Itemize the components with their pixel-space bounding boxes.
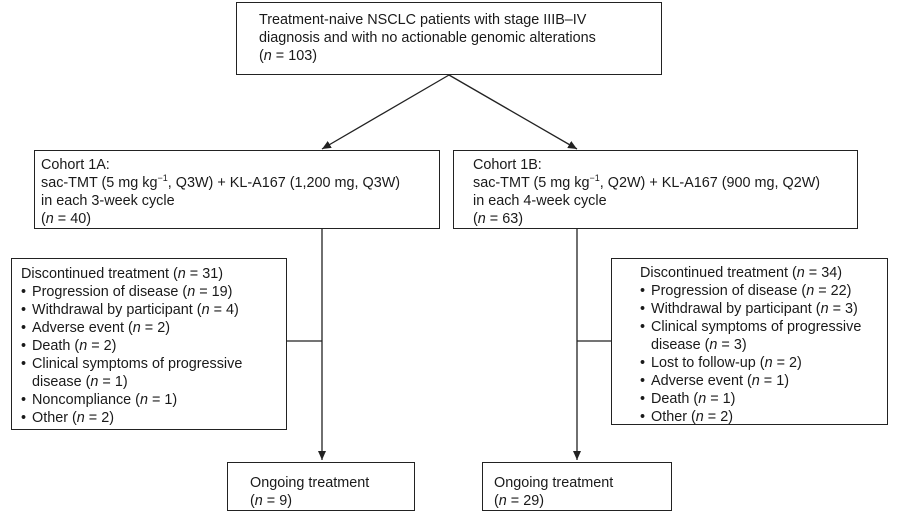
- list-item: Adverse event (n = 2): [21, 319, 282, 337]
- list-item: Other (n = 2): [21, 409, 282, 427]
- enrollment-count: (n = 103): [259, 48, 318, 64]
- list-item: Adverse event (n = 1): [640, 372, 883, 390]
- list-item: Death (n = 1): [640, 390, 883, 408]
- discontinued-1b-box: Discontinued treatment (n = 34) Progress…: [611, 258, 888, 426]
- cohort-1a-regimen: sac-TMT (5 mg kg−1, Q3W) + KL-A167 (1,20…: [41, 173, 401, 191]
- list-item: Clinical symptoms of progressive: [640, 318, 883, 336]
- ongoing-1b-title: Ongoing treatment: [494, 475, 614, 491]
- ongoing-1a-box: Ongoing treatment (n = 9): [227, 462, 415, 511]
- cohort-1b-cycle: in each 4-week cycle: [473, 193, 607, 209]
- enrollment-line-1: Treatment-naive NSCLC patients with stag…: [259, 12, 587, 28]
- list-item-continuation: disease (n = 3): [651, 337, 747, 353]
- cohort-1a-box: Cohort 1A: sac-TMT (5 mg kg−1, Q3W) + KL…: [34, 150, 440, 229]
- list-item: Lost to follow-up (n = 2): [640, 354, 883, 372]
- ongoing-1b-box: Ongoing treatment (n = 29): [482, 462, 672, 511]
- ongoing-1a-count: (n = 9): [250, 493, 293, 509]
- discontinued-1b-heading: Discontinued treatment (n = 34): [640, 265, 842, 281]
- discontinued-1a-box: Discontinued treatment (n = 31) Progress…: [11, 258, 287, 430]
- list-item: Noncompliance (n = 1): [21, 391, 282, 409]
- list-item: Progression of disease (n = 19): [21, 283, 282, 301]
- list-item: Withdrawal by participant (n = 3): [640, 300, 883, 318]
- cohort-1a-cycle: in each 3-week cycle: [41, 193, 175, 209]
- list-item: Other (n = 2): [640, 408, 883, 426]
- list-item-continuation: disease (n = 1): [32, 374, 128, 390]
- cohort-1b-regimen: sac-TMT (5 mg kg−1, Q2W) + KL-A167 (900 …: [473, 173, 821, 191]
- cohort-1a-title: Cohort 1A:: [41, 157, 110, 173]
- ongoing-1a-title: Ongoing treatment: [250, 475, 370, 491]
- enrollment-box: Treatment-naive NSCLC patients with stag…: [236, 2, 662, 75]
- enrollment-line-2: diagnosis and with no actionable genomic…: [259, 30, 596, 46]
- cohort-1b-count: (n = 63): [473, 211, 524, 227]
- list-item: Progression of disease (n = 22): [640, 282, 883, 300]
- list-item: Withdrawal by participant (n = 4): [21, 301, 282, 319]
- cohort-1b-title: Cohort 1B:: [473, 157, 542, 173]
- list-item: Death (n = 2): [21, 337, 282, 355]
- arrow-to-cohort-1b: [448, 74, 578, 150]
- cohort-1b-box: Cohort 1B: sac-TMT (5 mg kg−1, Q2W) + KL…: [453, 150, 858, 229]
- discontinued-1a-heading: Discontinued treatment (n = 31): [21, 266, 223, 282]
- list-item: Clinical symptoms of progressive: [21, 355, 282, 373]
- ongoing-1b-count: (n = 29): [494, 493, 545, 509]
- cohort-1a-count: (n = 40): [41, 211, 92, 227]
- arrow-to-cohort-1a: [321, 74, 450, 150]
